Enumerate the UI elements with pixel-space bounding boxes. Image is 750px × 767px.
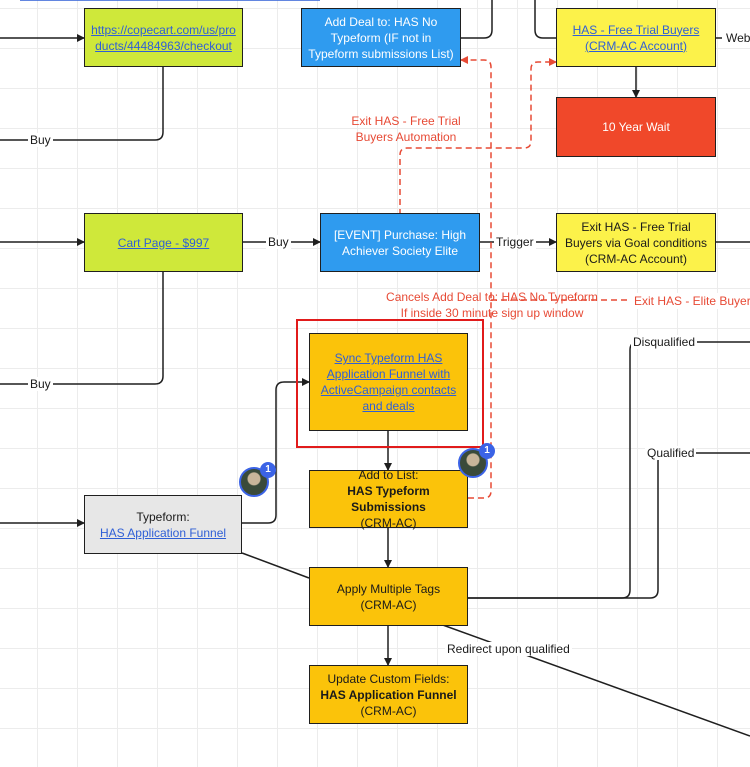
update-fields-node[interactable]: Update Custom Fields: HAS Application Fu…	[309, 665, 468, 724]
annotation-exit-elite: Exit HAS - Elite Buyers	[632, 293, 750, 309]
typeform-funnel-link[interactable]: HAS Application Funnel	[99, 525, 227, 540]
update-fields-title: Update Custom Fields:	[327, 671, 450, 686]
annotation-exit-automation: Exit HAS - Free Trial Buyers Automation	[346, 113, 466, 145]
apply-tags-title: Apply Multiple Tags	[336, 581, 441, 596]
exit-goal-text: Exit HAS - Free Trial Buyers via Goal co…	[564, 219, 708, 266]
add-to-list-name: HAS Typeform Submissions	[347, 484, 430, 514]
annotation-cancels: Cancels Add Deal to: HAS No Typeform If …	[378, 289, 606, 321]
typeform-title: Typeform:	[136, 509, 190, 524]
edge-typeform-sync	[242, 378, 310, 524]
edge-checkout-buy	[0, 67, 164, 141]
sync-typeform-node[interactable]: Sync Typeform HAS Application Funnel wit…	[309, 333, 468, 431]
free-trial-buyers-link[interactable]: HAS - Free Trial Buyers	[572, 22, 700, 37]
add-to-list-title: Add to List:	[358, 468, 419, 482]
comment-count-typeform-badge[interactable]: 1	[260, 462, 276, 478]
edge-label-buy-top: Buy	[28, 133, 53, 147]
checkout-url-link[interactable]: https://copecart.com/us/products/4448496…	[91, 22, 236, 53]
edge-typeform-tags	[241, 552, 310, 579]
edge-label-disqualified: Disqualified	[631, 335, 698, 349]
dashed-exit-free-trial	[399, 58, 557, 215]
annotation-exit-automation-line2: Buyers Automation	[355, 130, 457, 144]
selection-highlight	[296, 319, 484, 448]
add-to-list-node[interactable]: Add to List: HAS Typeform Submissions (C…	[309, 468, 468, 530]
apply-tags-node[interactable]: Apply Multiple Tags (CRM-AC)	[309, 567, 468, 626]
update-fields-name: HAS Application Funnel	[320, 687, 457, 702]
edge-label-redirect: Redirect upon qualified	[445, 642, 572, 656]
edge-label-buy-bottom: Buy	[28, 377, 53, 391]
edge-label-trigger: Trigger	[494, 235, 536, 249]
edge-redirect	[439, 623, 750, 737]
cart-page-link[interactable]: Cart Page - $997	[117, 235, 210, 250]
ten-year-wait-text: 10 Year Wait	[602, 120, 670, 134]
cart-page-node[interactable]: Cart Page - $997	[84, 213, 243, 272]
annotation-exit-automation-line1: Exit HAS - Free Trial	[351, 114, 461, 128]
apply-tags-account: (CRM-AC)	[360, 597, 417, 612]
edge-label-qualified: Qualified	[645, 446, 697, 460]
edge-tags-qualified	[468, 452, 750, 599]
checkout-url-node[interactable]: https://copecart.com/us/products/4448496…	[84, 8, 243, 67]
edge-label-webhook: Webl	[724, 31, 750, 45]
edge-label-buy-cart: Buy	[266, 235, 291, 249]
typeform-node[interactable]: Typeform: HAS Application Funnel	[84, 495, 242, 554]
annotation-cancels-line2: If inside 30 minute sign up window	[400, 306, 584, 320]
free-trial-account-link[interactable]: (CRM-AC Account)	[584, 38, 688, 53]
purchase-event-node[interactable]: [EVENT] Purchase: High Achiever Society …	[320, 213, 480, 272]
update-fields-account: (CRM-AC)	[360, 703, 417, 718]
annotation-cancels-line1: Cancels Add Deal to: HAS No Typeform	[386, 290, 598, 304]
ten-year-wait-node[interactable]: 10 Year Wait	[556, 97, 716, 157]
purchase-event-text: [EVENT] Purchase: High Achiever Society …	[333, 227, 467, 258]
free-trial-buyers-node[interactable]: HAS - Free Trial Buyers (CRM-AC Account)	[556, 8, 716, 67]
comment-count-list-badge[interactable]: 1	[479, 443, 495, 459]
add-deal-node[interactable]: Add Deal to: HAS No Typeform (IF not in …	[301, 8, 461, 67]
edge-tags-disqualified	[468, 341, 750, 599]
edge-cart-buy	[0, 272, 164, 385]
edge-top-free-trial	[534, 0, 556, 39]
add-to-list-account: (CRM-AC)	[360, 516, 417, 530]
sync-typeform-link[interactable]: Sync Typeform HAS Application Funnel wit…	[320, 351, 457, 413]
add-deal-text: Add Deal to: HAS No Typeform (IF not in …	[308, 14, 454, 61]
edge-top-right	[461, 0, 493, 39]
exit-goal-node[interactable]: Exit HAS - Free Trial Buyers via Goal co…	[556, 213, 716, 272]
